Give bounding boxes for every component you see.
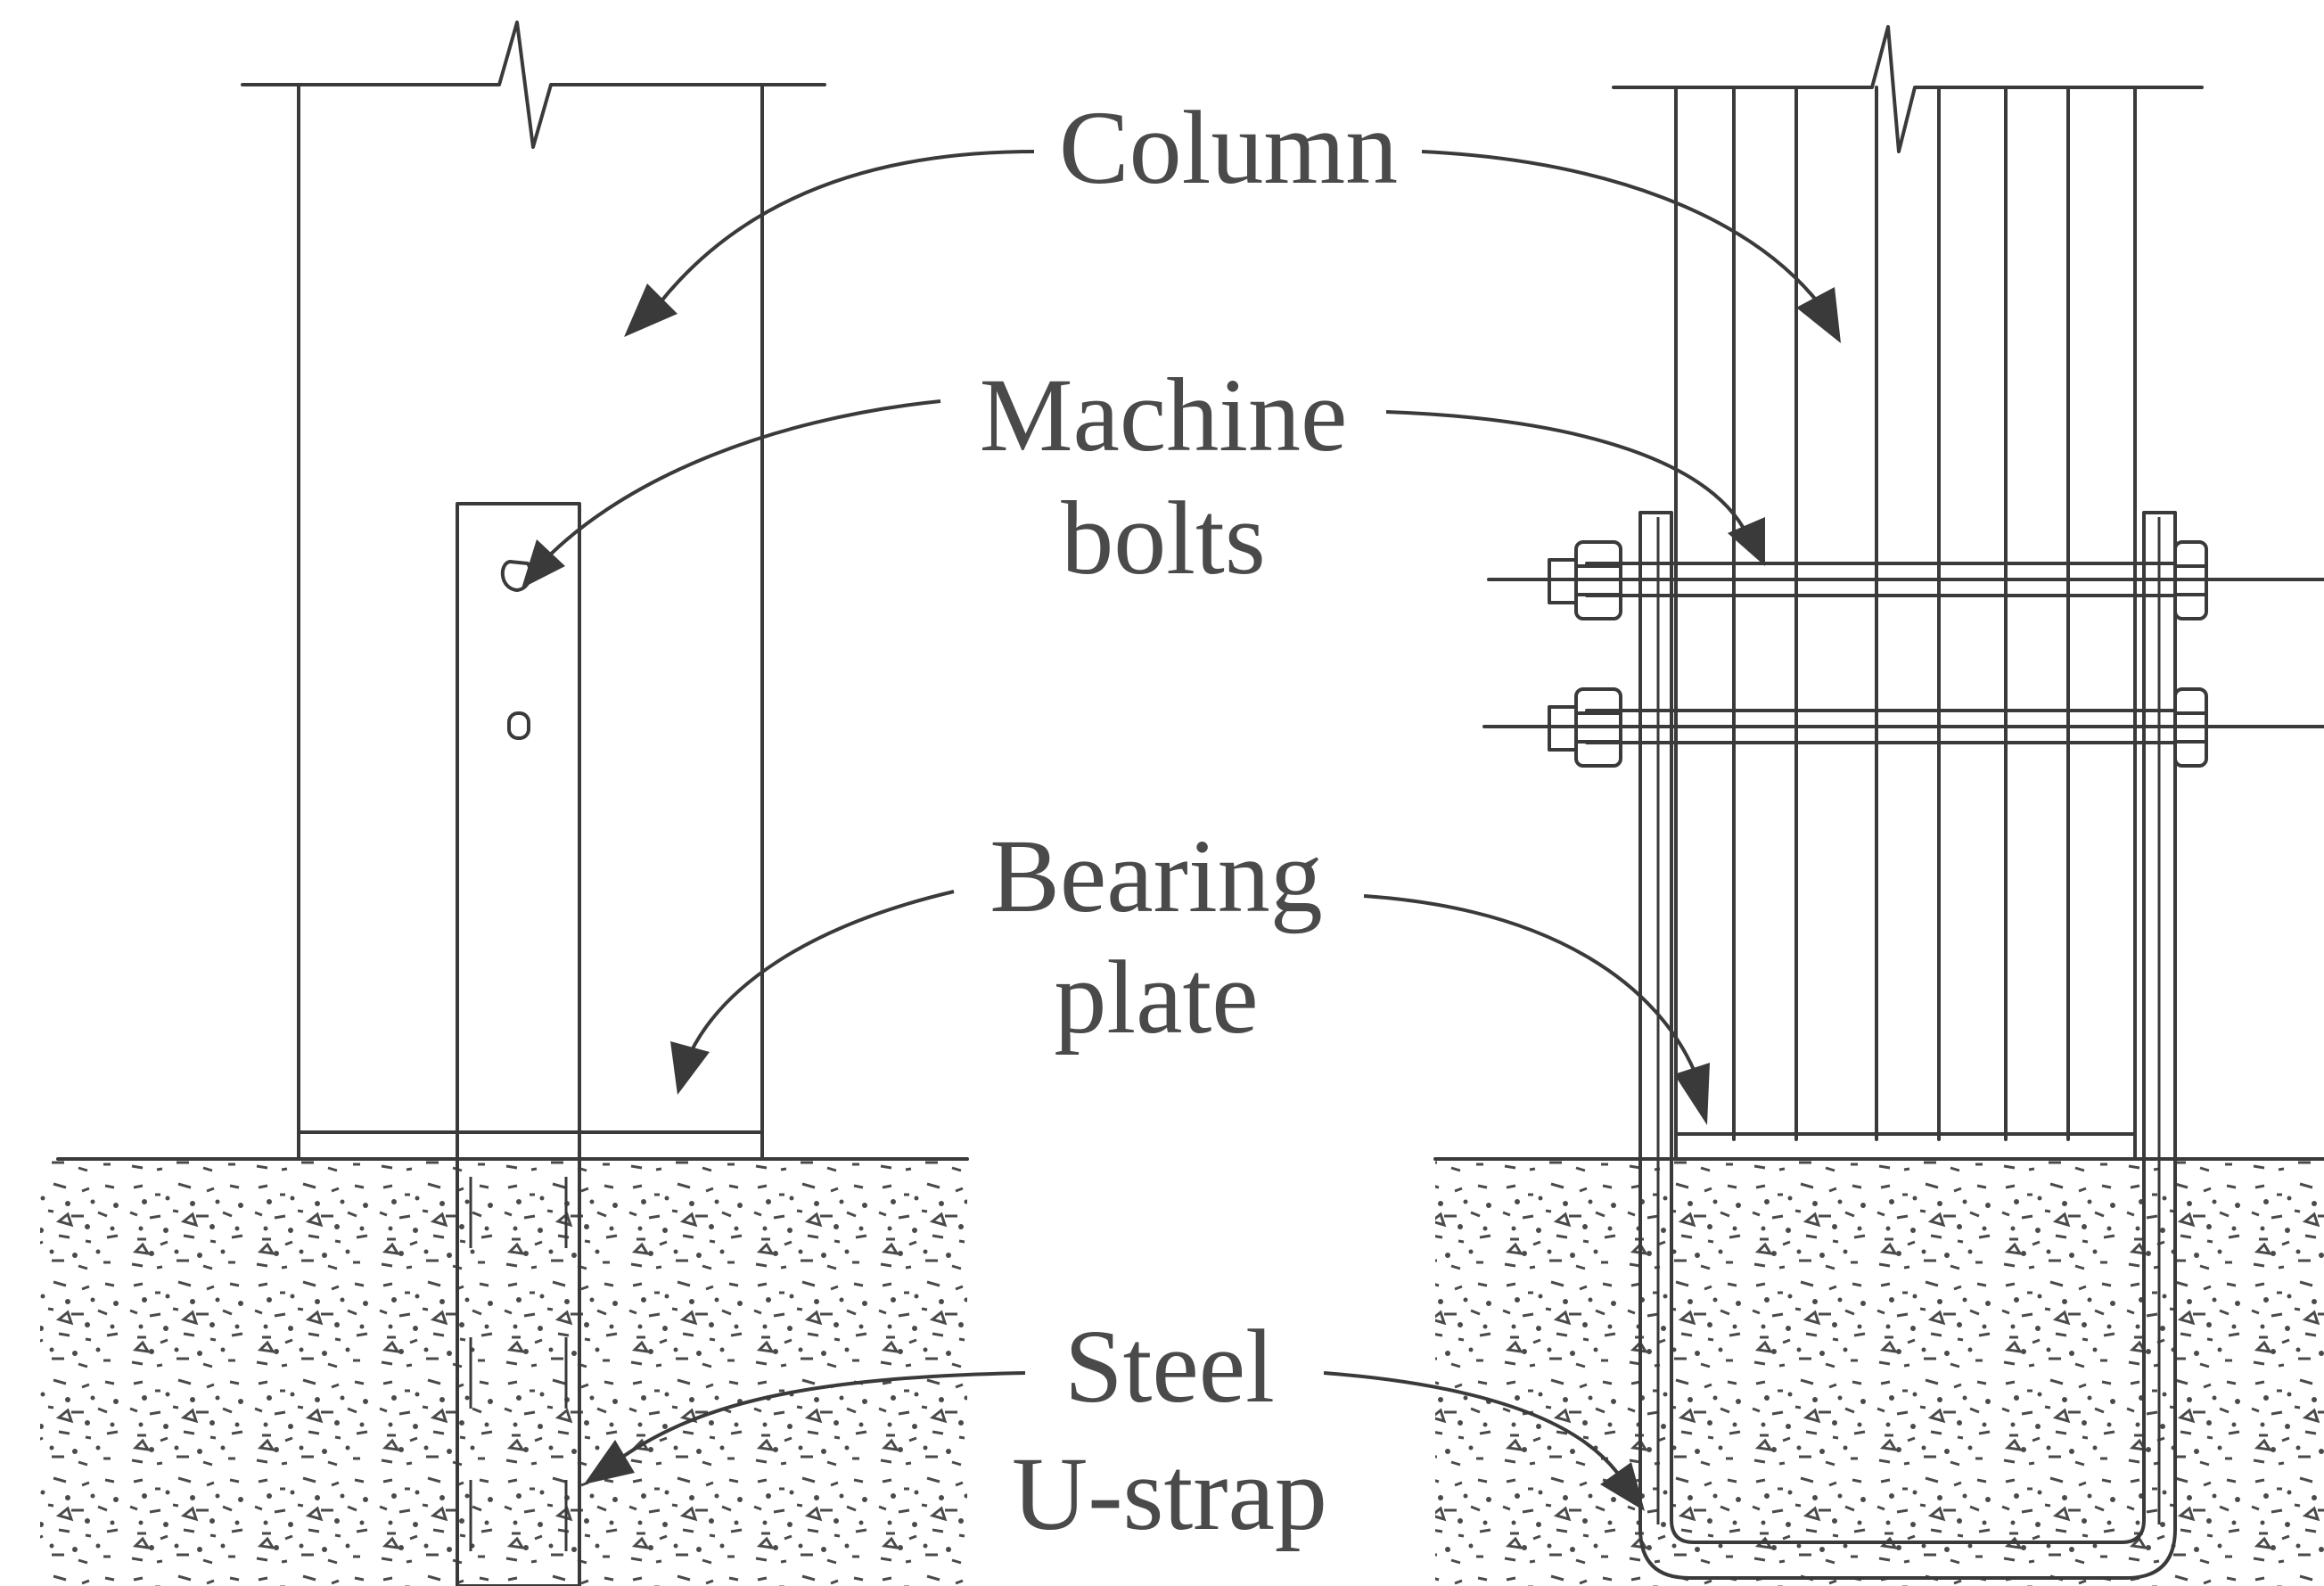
leader-strap-right [1323, 1371, 1624, 1482]
left-strap-cut-lines [469, 1177, 568, 1551]
right-strap-inner-lines [1656, 517, 2161, 1524]
arrowhead-bolts-left [521, 539, 565, 588]
right-concrete-footing [1435, 1161, 2324, 1586]
left-concrete-footing [40, 1161, 967, 1586]
leader-plate-right [1363, 894, 1696, 1071]
leader-bolts-right [1385, 410, 1749, 536]
left-view [40, 21, 969, 1586]
label-steel-ustrap-line1: Steel [1064, 1308, 1275, 1425]
label-column: Column [1059, 89, 1398, 206]
arrowhead-column-left [624, 284, 677, 337]
label-bearing-plate-line2: plate [1054, 939, 1258, 1056]
label-machine-bolts-line1: Machine [980, 357, 1348, 473]
arrowhead-plate-right [1674, 1063, 1710, 1125]
right-bearing-plate [1674, 1132, 2137, 1161]
leader-plate-left [689, 890, 955, 1053]
right-steel-ustrap [1638, 511, 2177, 1580]
arrowhead-plate-left [670, 1041, 710, 1095]
right-column-laminations [1674, 86, 2137, 1141]
leader-strap-left [613, 1371, 1026, 1464]
right-view [1433, 25, 2324, 1586]
label-bearing-plate-line1: Bearing [990, 818, 1323, 934]
leader-bolts-left [533, 399, 941, 572]
leader-lines [521, 150, 1841, 1511]
leader-column-right [1421, 150, 1820, 305]
machine-bolt-upper [1487, 540, 2324, 620]
right-column-break-line [1612, 25, 2204, 153]
left-column-break-line [241, 21, 826, 149]
left-bolt-hole-2 [507, 711, 530, 740]
arrowhead-strap-left [584, 1440, 635, 1484]
arrowhead-column-right [1796, 287, 1841, 343]
machine-bolt-lower [1482, 687, 2324, 768]
left-bearing-plate [297, 1130, 764, 1161]
arrowhead-bolts-right [1728, 517, 1765, 566]
label-steel-ustrap-line2: U-strap [1012, 1435, 1327, 1552]
label-machine-bolts-line2: bolts [1061, 480, 1266, 596]
leader-column-left [658, 150, 1035, 305]
arrowhead-strap-right [1600, 1462, 1645, 1511]
left-steel-ustrap [456, 502, 581, 1586]
callout-labels: Column Machine bolts Bearing plate Steel… [980, 89, 1399, 1552]
